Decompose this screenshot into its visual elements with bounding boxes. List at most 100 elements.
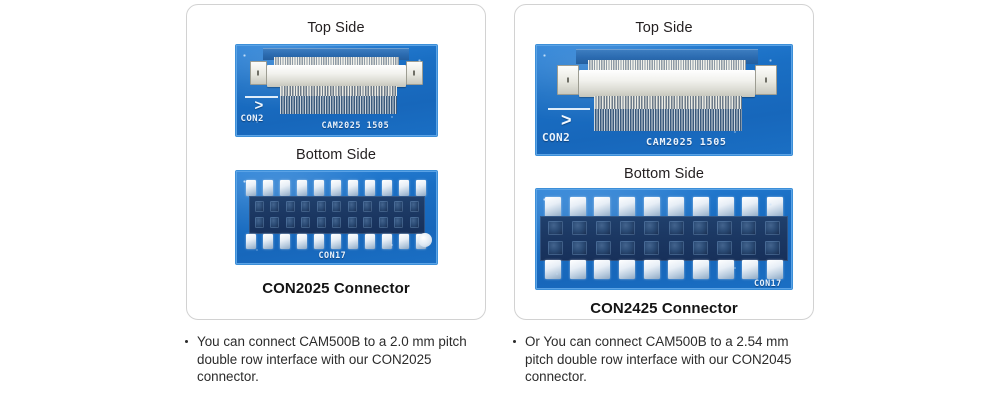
fpc-connector-body — [579, 69, 755, 97]
bottom-side-heading: Bottom Side — [295, 146, 377, 163]
through-hole — [716, 241, 732, 255]
caption-text: Or You can connect CAM500B to a 2.54 mm … — [525, 334, 792, 385]
fpc-lower-pin-legs — [279, 85, 397, 96]
fpc-connector-body — [266, 64, 406, 87]
top-side-board-wrapper: > CON2 CAM2025 1505 — [515, 44, 813, 155]
through-hole — [254, 201, 264, 212]
solder-pad — [382, 180, 393, 196]
bottom-side-board-wrapper: CON17 — [187, 171, 485, 264]
solder-pad — [742, 260, 759, 279]
silk-arrow-marker: > — [254, 96, 264, 114]
through-hole — [740, 221, 756, 235]
silk-label-con17: CON17 — [754, 278, 782, 288]
silk-part-number: CAM2025 1505 — [646, 136, 727, 148]
bullet-row: You can connect CAM500B to a 2.0 mm pitc… — [183, 333, 483, 386]
solder-pad — [279, 180, 290, 196]
solder-pad — [262, 180, 273, 196]
through-hole — [764, 221, 780, 235]
solder-pad — [279, 234, 290, 249]
fpc-upper-pin-comb — [588, 59, 746, 71]
through-hole — [596, 221, 612, 235]
through-hole — [378, 217, 388, 228]
through-hole — [409, 217, 419, 228]
through-hole-row — [254, 201, 419, 212]
solder-pad — [399, 234, 410, 249]
solder-pad — [296, 180, 307, 196]
fpc-upper-pin-comb — [273, 56, 399, 66]
solder-pad — [330, 234, 341, 249]
through-hole — [572, 221, 588, 235]
silk-arrow-marker: > — [561, 109, 572, 130]
bottom-side-heading: Bottom Side — [623, 165, 705, 182]
through-hole — [644, 241, 660, 255]
through-hole — [572, 241, 588, 255]
fpc-lower-pin-traces — [279, 95, 397, 114]
bullet-row: Or You can connect CAM500B to a 2.54 mm … — [511, 333, 811, 386]
bullet-icon — [513, 340, 517, 344]
solder-pad — [668, 260, 685, 279]
solder-pad — [313, 234, 324, 249]
through-hole — [285, 201, 295, 212]
caption-text: You can connect CAM500B to a 2.0 mm pitc… — [197, 334, 467, 385]
pcb-top-con2425: > CON2 CAM2025 1505 — [536, 44, 792, 155]
solder-pad — [717, 260, 734, 279]
through-hole — [254, 217, 264, 228]
through-hole — [548, 241, 563, 255]
solder-pad — [569, 197, 586, 217]
solder-pad-row-bottom — [245, 234, 427, 249]
fpc-lower-pin-legs — [594, 95, 742, 109]
through-hole — [332, 217, 341, 228]
through-hole — [270, 217, 279, 228]
solder-pad — [569, 260, 586, 279]
through-hole-row — [548, 221, 780, 235]
silk-underline — [548, 107, 590, 110]
solder-pad — [365, 234, 376, 249]
solder-pad — [262, 234, 273, 249]
solder-pad — [643, 260, 660, 279]
silk-label-con17: CON17 — [318, 250, 347, 260]
through-hole — [548, 221, 563, 235]
through-hole — [409, 201, 419, 212]
top-side-heading: Top Side — [307, 20, 365, 36]
connector-card-con2025: Top Side > CON2 CAM2025 1505 Bottom Side — [186, 4, 486, 320]
solder-pad — [717, 197, 734, 217]
solder-pad-row-top — [545, 197, 783, 217]
solder-pad — [545, 260, 561, 279]
silk-underline — [244, 95, 278, 98]
solder-pad-row-top — [245, 180, 427, 196]
solder-pad — [742, 197, 759, 217]
solder-pad — [545, 197, 561, 217]
solder-pad — [668, 197, 685, 217]
through-hole — [363, 217, 372, 228]
fpc-latch-right — [405, 60, 423, 85]
through-hole — [620, 241, 636, 255]
solder-pad — [618, 260, 635, 279]
connector-footprint-block — [248, 196, 425, 234]
through-hole — [332, 201, 341, 212]
solder-pad — [348, 180, 359, 196]
fpc-latch-right — [755, 64, 777, 95]
solder-pad — [594, 260, 611, 279]
caption-con2025: You can connect CAM500B to a 2.0 mm pitc… — [183, 333, 483, 386]
through-hole — [668, 221, 684, 235]
caption-con2425: Or You can connect CAM500B to a 2.54 mm … — [511, 333, 811, 386]
round-test-pad — [417, 233, 432, 247]
solder-pad — [766, 197, 783, 217]
silk-label-con2: CON2 — [542, 130, 571, 144]
fpc-latch-left — [557, 64, 579, 95]
silk-part-number: CAM2025 1505 — [321, 119, 390, 130]
fpc-latch-left — [249, 60, 267, 85]
through-hole — [378, 201, 388, 212]
through-hole — [740, 241, 756, 255]
bullet-icon — [185, 340, 189, 344]
solder-pad — [365, 180, 376, 196]
solder-pad-row-bottom — [545, 260, 783, 279]
through-hole — [363, 201, 372, 212]
solder-pad — [692, 197, 709, 217]
through-hole — [301, 201, 310, 212]
through-hole-row — [254, 217, 419, 228]
solder-pad — [382, 234, 393, 249]
through-hole — [394, 201, 403, 212]
through-hole — [301, 217, 310, 228]
connector-card-con2425: Top Side > CON2 CAM2025 1505 Bottom Side — [514, 4, 814, 320]
